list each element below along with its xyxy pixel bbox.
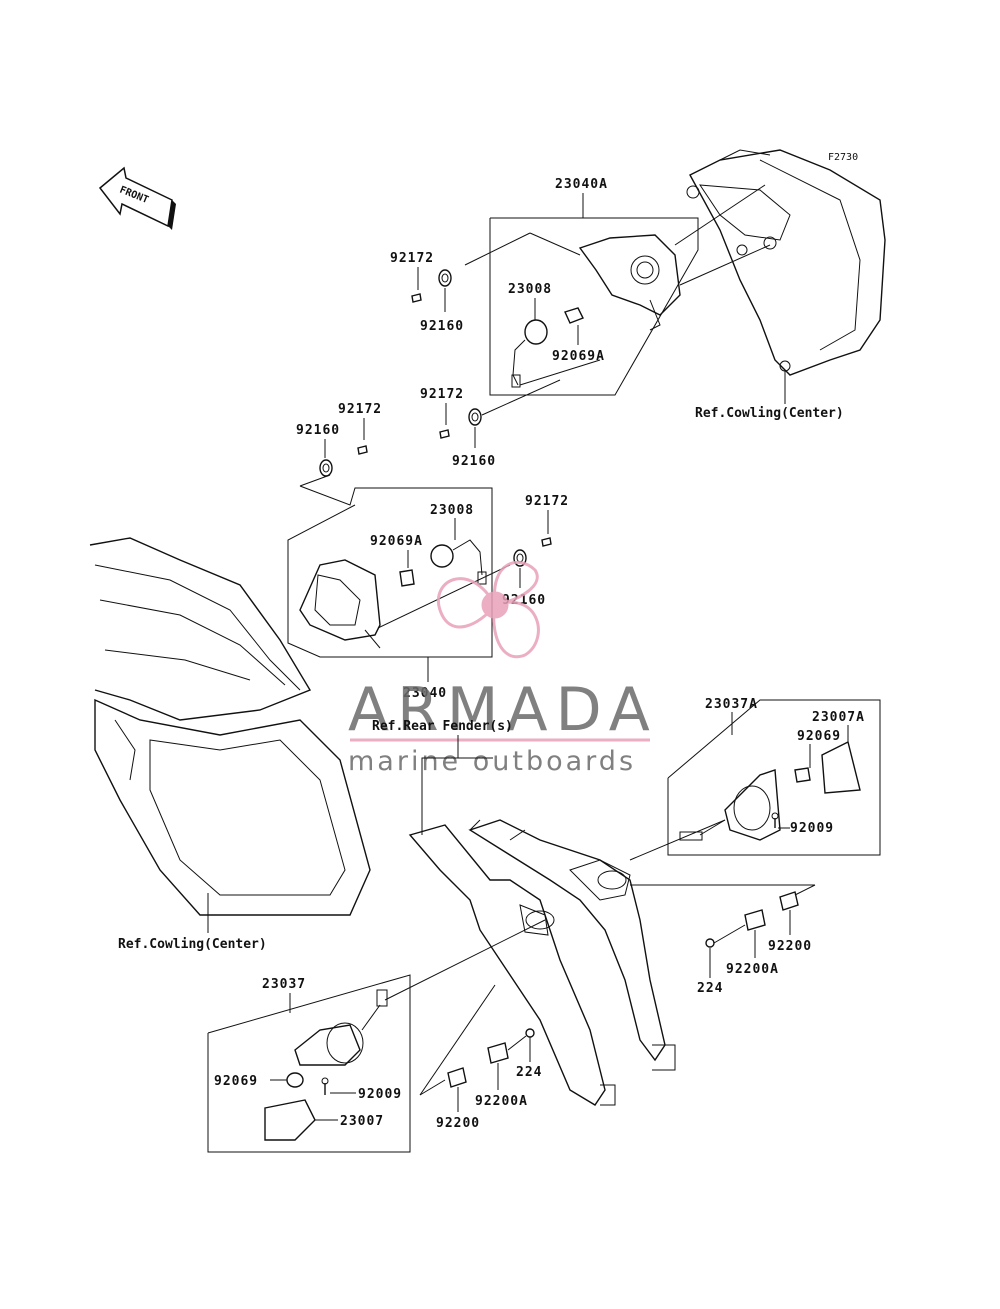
bolt-92172-b xyxy=(439,429,450,439)
ref-rear-fender: Ref.Rear Fender(s) xyxy=(372,719,513,734)
label-92172-d: 92172 xyxy=(525,494,569,509)
screw-92009-left xyxy=(321,1077,329,1095)
label-92200-left: 92200 xyxy=(436,1116,480,1131)
plate-92200A-left xyxy=(487,1042,509,1064)
label-23037A: 23037A xyxy=(705,697,758,712)
label-92200A-left: 92200A xyxy=(475,1094,528,1109)
label-92172-b: 92172 xyxy=(420,387,464,402)
socket-23008-left xyxy=(430,539,487,585)
front-turn-signal-right xyxy=(578,184,771,331)
plate-92200A-right xyxy=(744,909,766,931)
label-92009-right: 92009 xyxy=(790,821,834,836)
damper-92160-b xyxy=(468,408,482,426)
bulb-92069-left xyxy=(286,1072,304,1088)
socket-23008-top xyxy=(511,319,548,388)
label-224-left: 224 xyxy=(516,1065,542,1080)
ref-cowling-center-top: Ref.Cowling(Center) xyxy=(695,406,844,421)
label-92172-a: 92172 xyxy=(390,251,434,266)
front-arrow-icon: FRONT xyxy=(98,166,176,230)
cowling-center-top-drawing xyxy=(686,149,886,376)
rear-turn-signal-left xyxy=(294,989,388,1066)
lens-23007 xyxy=(264,1099,316,1141)
label-92172-c: 92172 xyxy=(338,402,382,417)
screw-92009-right xyxy=(771,812,779,828)
bulb-92069-right xyxy=(794,767,811,783)
nut-224-left xyxy=(525,1028,535,1038)
label-23037: 23037 xyxy=(262,977,306,992)
label-92009-left: 92009 xyxy=(358,1087,402,1102)
label-23007: 23007 xyxy=(340,1114,384,1129)
cowling-center-left-drawing xyxy=(89,537,371,916)
damper-92160-a xyxy=(438,269,452,287)
propeller-icon xyxy=(437,560,540,659)
label-92160-b: 92160 xyxy=(452,454,496,469)
front-turn-signal-left xyxy=(299,559,381,649)
figure-code: F2730 xyxy=(828,152,858,163)
label-23040: 23040 xyxy=(403,686,447,701)
bulb-92069A-left xyxy=(399,569,415,587)
label-92069A-left: 92069A xyxy=(370,534,423,549)
label-23008-top: 23008 xyxy=(508,282,552,297)
label-92200-right: 92200 xyxy=(768,939,812,954)
bolt-92172-d xyxy=(541,537,552,547)
label-92069A-top: 92069A xyxy=(552,349,605,364)
label-23008-left: 23008 xyxy=(430,503,474,518)
nut-224-right xyxy=(705,938,715,948)
label-92200A-right: 92200A xyxy=(726,962,779,977)
rear-fender-bracket-drawing xyxy=(408,819,676,1106)
damper-92160-c xyxy=(319,459,333,477)
rear-turn-signal-right xyxy=(679,769,781,841)
watermark-tagline: marine outboards xyxy=(348,746,636,777)
lens-23007A xyxy=(821,740,861,794)
label-92160-d: 92160 xyxy=(502,593,546,608)
plate-92200-right xyxy=(779,891,799,911)
label-23007A: 23007A xyxy=(812,710,865,725)
armada-logo: ARMADA marine outboards xyxy=(348,560,658,777)
label-92160-c: 92160 xyxy=(296,423,340,438)
bolt-92172-c xyxy=(357,445,368,455)
bulb-92069A-top xyxy=(564,307,584,324)
bolt-92172-a xyxy=(411,293,422,303)
ref-cowling-center-left: Ref.Cowling(Center) xyxy=(118,937,267,952)
label-92069-right: 92069 xyxy=(797,729,841,744)
label-23040A: 23040A xyxy=(555,177,608,192)
plate-92200-left xyxy=(447,1067,467,1088)
watermark-brand: ARMADA xyxy=(348,675,658,745)
label-224-right: 224 xyxy=(697,981,723,996)
label-92160-a: 92160 xyxy=(420,319,464,334)
label-92069-left: 92069 xyxy=(214,1074,258,1089)
